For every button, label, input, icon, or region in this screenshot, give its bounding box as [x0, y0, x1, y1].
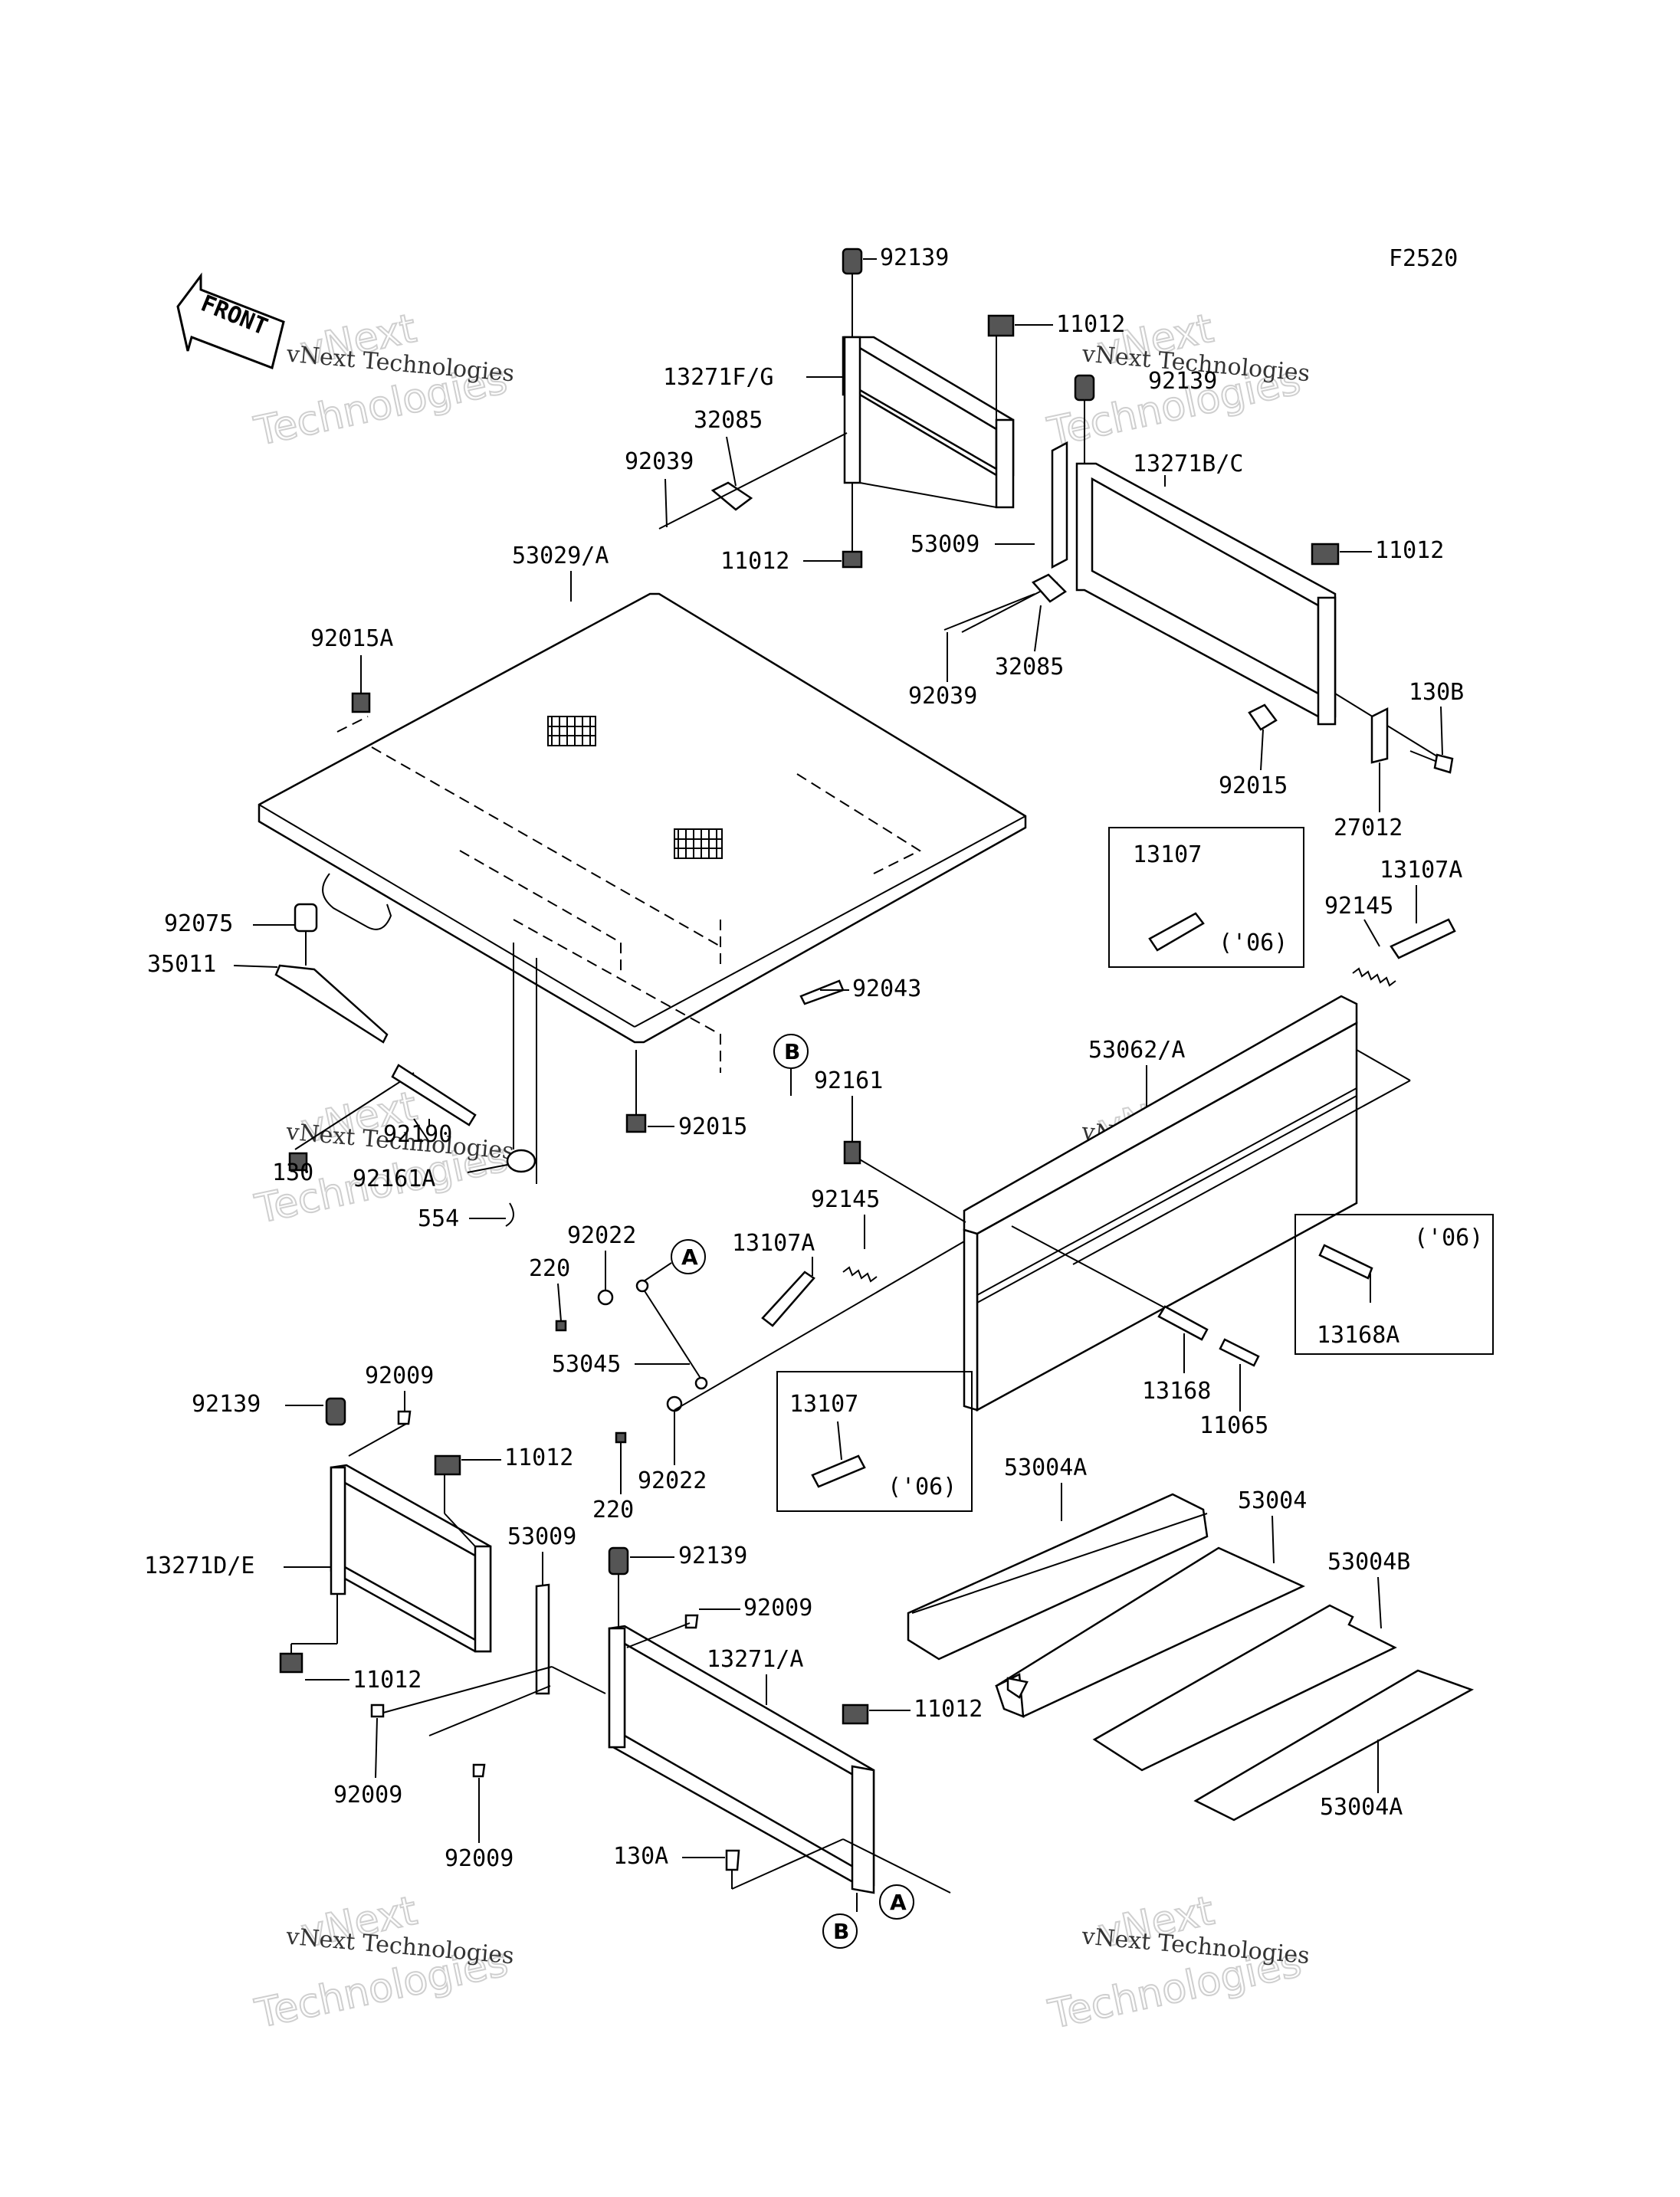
spring-92145-icon [1352, 967, 1396, 987]
label-53062A: 53062/A [1088, 1037, 1185, 1064]
grid-symbol-icon-2 [674, 828, 723, 859]
label-554: 554 [418, 1205, 459, 1232]
callout-b-bottom [822, 1913, 858, 1949]
watermark-top-left: vNext Technologies vNext Technologies [250, 305, 516, 456]
callout-a-bottom [879, 1884, 914, 1920]
label-130A: 130A [613, 1843, 668, 1870]
label-92009-a: 92009 [365, 1362, 434, 1389]
label-92190: 92190 [383, 1121, 452, 1148]
latch-35011-drawing [274, 903, 477, 1172]
label-13271BC: 13271B/C [1133, 451, 1244, 477]
nut-92015-icon [625, 1113, 647, 1133]
year-box-13107-top [1108, 827, 1304, 968]
label-92043: 92043 [852, 976, 921, 1002]
svg-text:A: A [681, 1244, 698, 1270]
figure-code: F2520 [1389, 245, 1458, 272]
cargo-bed-53029A-drawing [258, 592, 1027, 1184]
label-53029A: 53029/A [512, 543, 609, 569]
year-note-3: ('06) [888, 1474, 956, 1500]
label-27012: 27012 [1334, 815, 1403, 841]
gate-13271DE-drawing [279, 1397, 606, 1778]
clip-554-icon [505, 1202, 514, 1227]
gate-13271FG-drawing [658, 248, 1015, 569]
label-92075: 92075 [164, 910, 233, 937]
front-arrow-icon: FRONT [176, 272, 285, 370]
label-92015-b: 92015 [678, 1113, 747, 1140]
grommet-92161A-icon [506, 1149, 536, 1173]
label-35011: 35011 [147, 951, 216, 978]
gate-13271A-drawing [608, 1546, 951, 1912]
label-13107A-b: 13107A [732, 1230, 815, 1257]
label-13271DE: 13271D/E [144, 1553, 255, 1579]
label-92145-a: 92145 [1324, 893, 1393, 920]
pin-13107A-b-drawing [761, 1271, 815, 1327]
svg-text:B: B [833, 1919, 849, 1944]
label-13271FG: 13271F/G [663, 364, 774, 391]
label-11012-d: 11012 [504, 1444, 573, 1471]
label-53004B: 53004B [1327, 1549, 1410, 1576]
pin-13107A-drawing [1390, 918, 1456, 959]
label-13271A: 13271/A [707, 1646, 803, 1673]
label-32085-b: 32085 [995, 654, 1064, 680]
watermark-bottom-right: vNext Technologies vNext Technologies [1044, 1887, 1311, 2039]
label-13107-box: 13107 [1133, 841, 1202, 868]
label-11012-f: 11012 [353, 1667, 422, 1694]
label-13168: 13168 [1142, 1378, 1211, 1405]
label-92139-b: 92139 [1148, 368, 1217, 395]
label-92145-b: 92145 [811, 1186, 880, 1213]
label-92139-c: 92139 [192, 1391, 261, 1418]
svg-text:B: B [784, 1039, 800, 1064]
label-92039-b: 92039 [908, 683, 977, 710]
year-note-2: ('06) [1414, 1225, 1483, 1251]
watermark-bottom-left: vNext Technologies vNext Technologies [251, 1887, 515, 2038]
label-53009-b: 53009 [507, 1523, 576, 1550]
label-220-a: 220 [529, 1255, 570, 1282]
label-11065: 11065 [1199, 1412, 1268, 1439]
label-92161: 92161 [814, 1067, 883, 1094]
label-92015-a: 92015 [1219, 772, 1288, 799]
label-92009-c: 92009 [333, 1782, 402, 1808]
label-53004: 53004 [1238, 1487, 1307, 1514]
label-92022-b: 92022 [638, 1467, 707, 1494]
label-13168A: 13168A [1317, 1322, 1399, 1349]
label-53045: 53045 [552, 1351, 621, 1378]
label-53004A-b: 53004A [1320, 1794, 1403, 1821]
tailgate-53062A-drawing [843, 995, 1411, 1412]
label-11012-c: 11012 [1375, 537, 1444, 564]
cable-53045-drawing [555, 1241, 965, 1444]
label-13107A-a: 13107A [1380, 857, 1462, 884]
label-220-b: 220 [592, 1497, 634, 1523]
label-92039-a: 92039 [625, 448, 694, 475]
svg-text:A: A [890, 1890, 907, 1915]
label-11012-a: 11012 [1056, 311, 1125, 338]
label-92015A: 92015A [310, 625, 393, 652]
label-92009-b: 92009 [743, 1595, 812, 1622]
year-box-13107-center [776, 1371, 973, 1512]
label-92022-a: 92022 [567, 1222, 636, 1249]
gate-13271BC-drawing [943, 374, 1454, 774]
label-130: 130 [272, 1159, 313, 1186]
grid-symbol-icon [547, 716, 596, 746]
spring-92145-b-icon [842, 1266, 878, 1283]
callout-a-center [671, 1239, 706, 1274]
label-13107-box2: 13107 [789, 1391, 858, 1418]
floor-mats-drawing [907, 1493, 1475, 1822]
label-130B: 130B [1409, 679, 1464, 706]
label-53004A-a: 53004A [1004, 1454, 1087, 1481]
pin-92043-drawing [799, 979, 845, 1005]
label-92009-d: 92009 [445, 1845, 514, 1872]
year-note-1: ('06) [1219, 930, 1288, 956]
label-11012-b: 11012 [720, 548, 789, 575]
label-53009-a: 53009 [911, 531, 979, 558]
label-92139-top: 92139 [880, 244, 949, 271]
label-11012-e: 11012 [914, 1696, 983, 1723]
label-92161A: 92161A [353, 1166, 435, 1192]
label-32085-a: 32085 [694, 407, 763, 434]
year-box-13168A [1294, 1214, 1494, 1355]
label-92139-d: 92139 [678, 1543, 747, 1569]
